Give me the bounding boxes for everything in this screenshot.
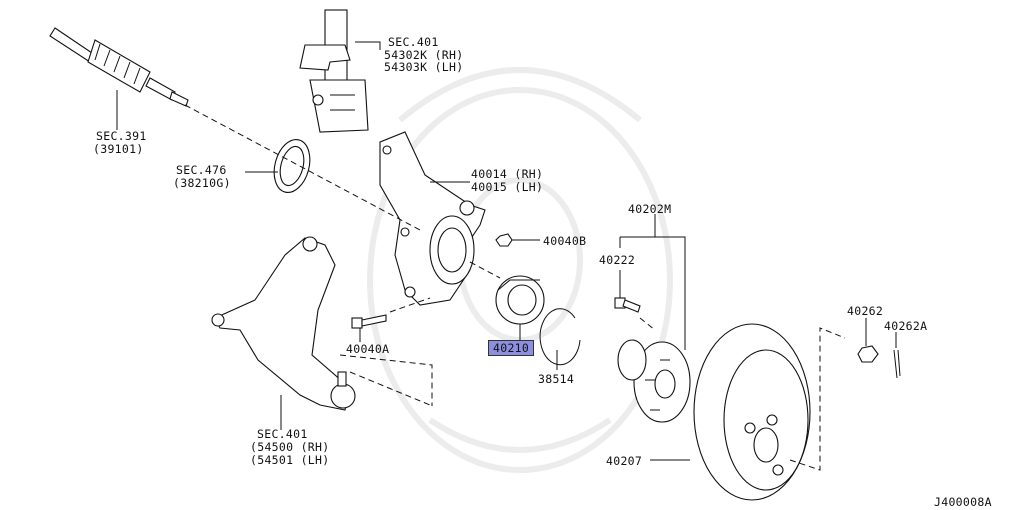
cotter-pin-40262a: [893, 349, 901, 379]
lower-arm: [211, 236, 356, 411]
bolt-40040a: [351, 314, 387, 329]
diagram-code: J400008A: [934, 495, 992, 509]
label-sec-391: SEC.391: [96, 129, 147, 143]
label-40202m: 40202M: [628, 202, 672, 216]
label-sec-401-top: SEC.401: [388, 35, 439, 49]
label-54303k: 54303K (LH): [384, 60, 464, 74]
nut-40040b: [495, 233, 513, 247]
wheel-bearing: [495, 275, 545, 325]
label-40210-highlighted[interactable]: 40210: [488, 340, 535, 356]
hub-bolt-40222: [614, 297, 641, 313]
label-40207: 40207: [606, 454, 643, 468]
sensor-ring: [273, 139, 311, 193]
label-54501: (54501 (LH): [250, 453, 330, 467]
drive-shaft: [49, 27, 189, 107]
label-40040b: 40040B: [543, 234, 587, 248]
label-54500: (54500 (RH): [250, 440, 330, 454]
wheel-hub: [617, 339, 691, 423]
label-40262: 40262: [847, 304, 884, 318]
snap-ring: [539, 308, 581, 366]
steering-knuckle: [379, 131, 486, 306]
label-40040a: 40040A: [346, 342, 390, 356]
label-40015: 40015 (LH): [471, 180, 544, 194]
label-40222: 40222: [599, 253, 636, 267]
label-54302k: 54302K (RH): [384, 48, 464, 62]
brake-disc: [693, 323, 811, 501]
label-sec-476: SEC.476: [176, 163, 227, 177]
nut-40262: [857, 345, 879, 363]
label-sec-401-bottom: SEC.401: [257, 427, 308, 441]
label-40014: 40014 (RH): [471, 167, 544, 181]
label-40262a: 40262A: [884, 319, 928, 333]
label-38210g: (38210G): [173, 176, 231, 190]
strut-assembly: [299, 9, 369, 133]
label-39101: (39101): [93, 142, 144, 156]
label-38514: 38514: [538, 372, 575, 386]
leader-lines: [116, 41, 897, 471]
